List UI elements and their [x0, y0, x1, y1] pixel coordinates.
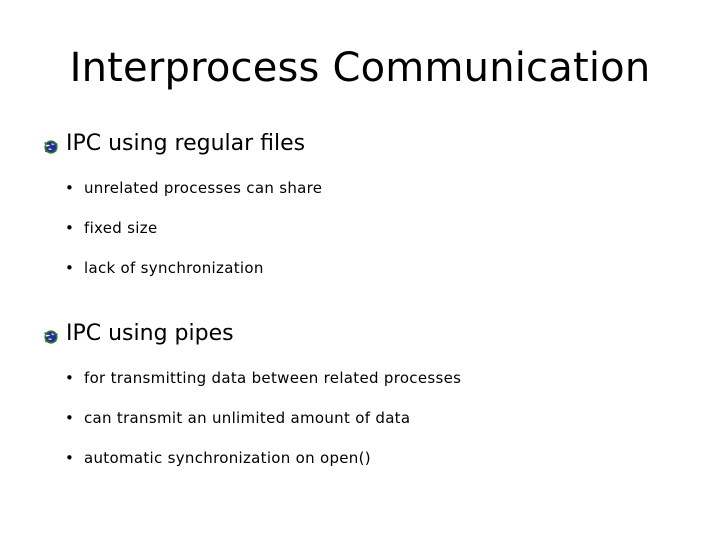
globe-icon	[44, 329, 58, 344]
section-heading-label: IPC using pipes	[66, 321, 234, 346]
page-title: Interprocess Communication	[69, 45, 651, 91]
list-item-label: fixed size	[84, 219, 158, 237]
dot-bullet-icon: •	[65, 409, 74, 427]
list-item-label: lack of synchronization	[84, 259, 264, 277]
sub-bullet-list: • for transmitting data between related …	[0, 358, 720, 478]
dot-bullet-icon: •	[65, 259, 74, 277]
dot-bullet-icon: •	[65, 179, 74, 197]
list-item: • for transmitting data between related …	[0, 358, 720, 398]
list-item: • can transmit an unlimited amount of da…	[0, 398, 720, 438]
list-item: • fixed size	[0, 208, 720, 248]
list-item-label: can transmit an unlimited amount of data	[84, 409, 411, 427]
list-item-label: for transmitting data between related pr…	[84, 369, 462, 387]
section-heading-label: IPC using regular files	[66, 131, 306, 156]
section-heading-row: IPC using regular files	[0, 128, 720, 162]
section-heading-row: IPC using pipes	[0, 318, 720, 352]
list-item: • automatic synchronization on open()	[0, 438, 720, 478]
list-item-label: automatic synchronization on open()	[84, 449, 371, 467]
globe-icon	[44, 139, 58, 154]
dot-bullet-icon: •	[65, 369, 74, 387]
sub-bullet-list: • unrelated processes can share • fixed …	[0, 168, 720, 288]
bullet-list: IPC using regular files • unrelated proc…	[0, 128, 720, 478]
list-item: • unrelated processes can share	[0, 168, 720, 208]
section-spacer	[0, 288, 720, 318]
list-item-label: unrelated processes can share	[84, 179, 323, 197]
list-item: • lack of synchronization	[0, 248, 720, 288]
dot-bullet-icon: •	[65, 449, 74, 467]
dot-bullet-icon: •	[65, 219, 74, 237]
